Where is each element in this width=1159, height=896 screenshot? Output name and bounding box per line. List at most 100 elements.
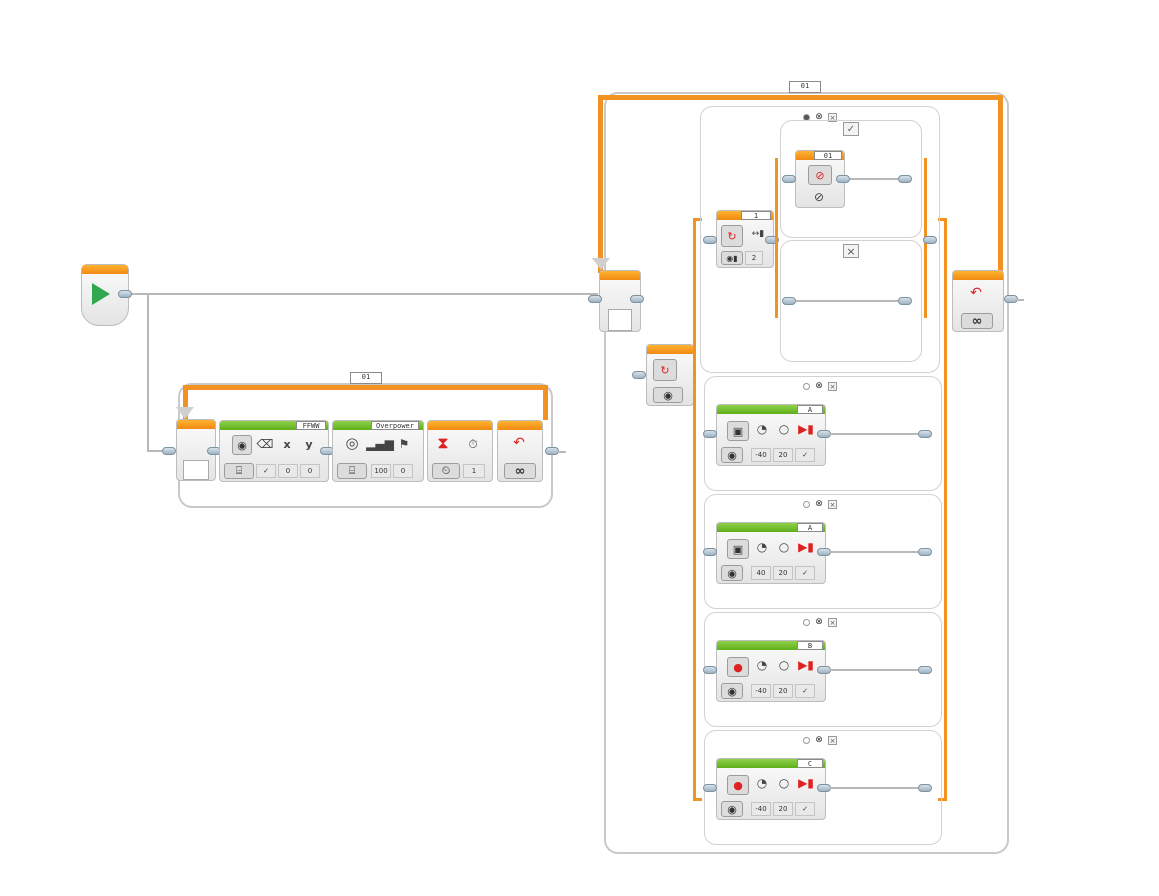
- motor-4-port-tab[interactable]: C: [797, 759, 823, 768]
- sound-volume-param[interactable]: 100: [371, 464, 391, 478]
- case-3-default-radio[interactable]: [803, 500, 810, 508]
- counter-input-port[interactable]: [703, 236, 717, 244]
- motor-3-power-param[interactable]: -40: [751, 684, 771, 698]
- right-loop-end-block[interactable]: ↶ ∞: [952, 270, 1004, 332]
- case-4-remove-button[interactable]: ×: [828, 617, 837, 627]
- motor-1-degrees-param[interactable]: 20: [773, 448, 793, 462]
- counter-output-port[interactable]: [765, 236, 779, 244]
- left-loop-input-port[interactable]: [162, 447, 176, 455]
- motor-3-input-port[interactable]: [703, 666, 717, 674]
- motor-3-output-port[interactable]: [817, 666, 831, 674]
- motor-2-output-port[interactable]: [817, 548, 831, 556]
- motor-4-output-port[interactable]: [817, 784, 831, 792]
- motor-4-input-port[interactable]: [703, 784, 717, 792]
- right-infinity-icon[interactable]: ∞: [961, 313, 993, 329]
- case-2-exit-port[interactable]: [918, 430, 932, 438]
- loop-interrupt-label-tab[interactable]: 01: [814, 151, 842, 160]
- motor-1-port-tab[interactable]: A: [797, 405, 823, 414]
- left-loop-label-tab[interactable]: 01: [350, 372, 382, 384]
- speaker-icon[interactable]: ◎: [345, 434, 359, 452]
- motor-2-mode-icon[interactable]: ◉: [721, 565, 743, 581]
- motor-block-2[interactable]: A ▣ ◔ ○ ▶▮ ◉ 40 20 ✓: [716, 522, 826, 584]
- case-1-exit-port[interactable]: [923, 236, 937, 244]
- display-mode-folder-icon[interactable]: ⌸: [224, 463, 254, 479]
- left-loop-end-block[interactable]: ↶ ∞: [497, 420, 543, 482]
- nested-case-false-tab[interactable]: ×: [843, 244, 859, 258]
- sound-play-type-param[interactable]: 0: [393, 464, 413, 478]
- right-loop-label-tab[interactable]: 01: [789, 81, 821, 93]
- switch-mode-icon[interactable]: ◉: [653, 387, 683, 403]
- motor-block-4[interactable]: C ● ◔ ○ ▶▮ ◉ -40 20 ✓: [716, 758, 826, 820]
- motor-2-port-tab[interactable]: A: [797, 523, 823, 532]
- switch-sensor-icon[interactable]: ↻: [653, 359, 677, 381]
- motor-1-power-param[interactable]: -40: [751, 448, 771, 462]
- motor-4-brake-param[interactable]: ✓: [795, 802, 815, 816]
- motor-2-degrees-param[interactable]: 20: [773, 566, 793, 580]
- case-5-exit-port[interactable]: [918, 784, 932, 792]
- motor-3-brake-param[interactable]: ✓: [795, 684, 815, 698]
- motor-2-power-param[interactable]: 40: [751, 566, 771, 580]
- case-2-remove-button[interactable]: ×: [828, 381, 837, 391]
- motor-block-1[interactable]: A ▣ ◔ ○ ▶▮ ◉ -40 20 ✓: [716, 404, 826, 466]
- nested-true-exit-port[interactable]: [898, 175, 912, 183]
- sound-file-tab[interactable]: Overpower: [371, 421, 419, 430]
- motor-4-power-param[interactable]: -40: [751, 802, 771, 816]
- motor-1-mode-icon[interactable]: ◉: [721, 447, 743, 463]
- loop-interrupt-icon[interactable]: ↻: [721, 225, 743, 247]
- motor-3-port-tab[interactable]: B: [797, 641, 823, 650]
- case-3-exit-port[interactable]: [918, 548, 932, 556]
- wait-seconds-param[interactable]: 1: [463, 464, 485, 478]
- display-y-param[interactable]: 0: [300, 464, 320, 478]
- motor-2-input-port[interactable]: [703, 548, 717, 556]
- case-4-exit-port[interactable]: [918, 666, 932, 674]
- display-x-param[interactable]: 0: [278, 464, 298, 478]
- switch-input-port[interactable]: [632, 371, 646, 379]
- case-1-remove-button[interactable]: ×: [828, 112, 837, 122]
- motor-block-3[interactable]: B ● ◔ ○ ▶▮ ◉ -40 20 ✓: [716, 640, 826, 702]
- nested-false-exit-port[interactable]: [898, 297, 912, 305]
- case-2-default-radio[interactable]: [803, 382, 810, 390]
- loop-interrupt-input-port[interactable]: [782, 175, 796, 183]
- counter-mode-icon[interactable]: ◉▮: [721, 251, 743, 265]
- display-block[interactable]: FFWW ◉ ⌫ x y ⌸ ✓ 0 0: [219, 420, 329, 482]
- wait-block[interactable]: ⧗ ⏱ ⏲ 1: [427, 420, 493, 482]
- counter-label-tab[interactable]: 1: [741, 211, 771, 220]
- case-5-default-radio[interactable]: [803, 736, 810, 744]
- motor-1-brake-param[interactable]: ✓: [795, 448, 815, 462]
- case-3-remove-button[interactable]: ×: [828, 499, 837, 509]
- counter-value-param[interactable]: 2: [745, 251, 763, 265]
- motor-3-mode-icon[interactable]: ◉: [721, 683, 743, 699]
- nested-case-false-frame[interactable]: [780, 240, 922, 362]
- infinity-icon[interactable]: ∞: [504, 463, 536, 479]
- case-4-default-radio[interactable]: [803, 618, 810, 626]
- right-loop-start-block[interactable]: [599, 270, 641, 332]
- right-loop-input-port[interactable]: [588, 295, 602, 303]
- loop-interrupt-block-icon[interactable]: ⊘: [808, 165, 832, 185]
- right-loop-frame[interactable]: [604, 92, 1009, 854]
- start-output-port[interactable]: [118, 290, 132, 298]
- motor-4-degrees-param[interactable]: 20: [773, 802, 793, 816]
- motor-3-degrees-param[interactable]: 20: [773, 684, 793, 698]
- switch-case-1-frame[interactable]: [700, 106, 940, 373]
- left-loop-start-block[interactable]: [176, 419, 216, 481]
- case-5-remove-button[interactable]: ×: [828, 735, 837, 745]
- switch-block[interactable]: ↻ ◉: [646, 344, 694, 406]
- sound-mode-folder-icon[interactable]: ⌸: [337, 463, 367, 479]
- nested-case-true-frame[interactable]: [780, 120, 922, 238]
- motor-1-output-port[interactable]: [817, 430, 831, 438]
- motor-2-brake-param[interactable]: ✓: [795, 566, 815, 580]
- nested-false-entry-port[interactable]: [782, 297, 796, 305]
- wait-mode-timer-icon[interactable]: ⏲: [432, 463, 460, 479]
- nested-case-true-tab[interactable]: ✓: [843, 122, 859, 136]
- display-icon[interactable]: ◉: [232, 435, 252, 455]
- play-icon[interactable]: [92, 283, 110, 305]
- motor-4-mode-icon[interactable]: ◉: [721, 801, 743, 817]
- display-text-tab[interactable]: FFWW: [296, 421, 326, 430]
- sound-block[interactable]: Overpower ◎ ▂▄▆ ⚑ ⌸ 100 0: [332, 420, 424, 482]
- loop-interrupt-output-port[interactable]: [836, 175, 850, 183]
- start-block[interactable]: [81, 264, 129, 326]
- display-clear-param[interactable]: ✓: [256, 464, 276, 478]
- motor-1-input-port[interactable]: [703, 430, 717, 438]
- right-loop-start-output-port[interactable]: [630, 295, 644, 303]
- left-loop-output-port[interactable]: [545, 447, 559, 455]
